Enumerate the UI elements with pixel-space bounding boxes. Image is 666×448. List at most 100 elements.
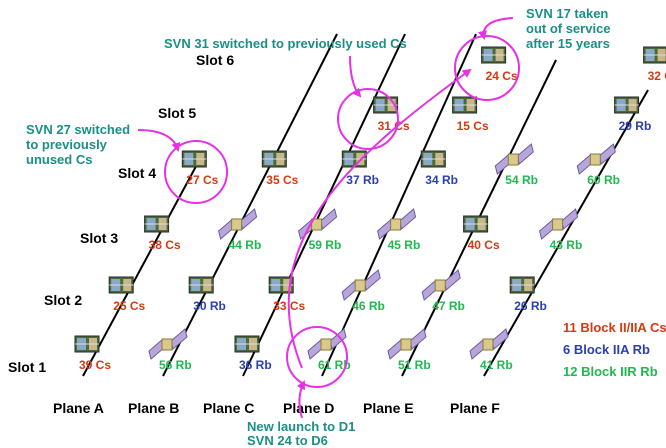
slot-labels: Slot 1 Slot 2 Slot 3 Slot 4 Slot 5 Slot … [8,52,234,375]
satellite-c4: 37 Rb [341,150,379,187]
satellite-icon-iia [481,46,507,64]
satellite-a1: 39 Cs [74,335,111,372]
satellite-icon-iia [181,150,207,168]
satellite-icon-iir [469,328,509,360]
satellite-label: 29 Rb [619,119,652,133]
satellite-icon-iia [108,276,134,294]
annotation-svn31: SVN 31 switched to previously used Cs [164,36,407,51]
slot-label-2: Slot 2 [44,292,82,308]
satellite-b4: 35 Cs [261,150,299,187]
annotation-arrows [137,17,514,419]
satellite-c3: 59 Rb [298,208,342,252]
plane-line-b [162,33,338,377]
satellite-c2: 33 Cs [268,276,306,313]
satellite-b2: 30 Rb [188,276,226,313]
satellite-label: 24 Cs [486,69,518,83]
satellite-label: 27 Cs [186,173,218,187]
annotation-svn17-line2: out of service [526,21,611,36]
arrow-svn31 [349,55,362,98]
plane-labels: Plane A Plane B Plane C Plane D Plane E … [53,400,500,416]
satellite-f3: 43 Rb [539,208,583,252]
satellite-icon-iir [494,143,534,175]
satellite-b3: 44 Rb [218,208,262,252]
slot-label-1: Slot 1 [8,359,46,375]
annotation-launch-line2: SVN 24 to D6 [247,433,328,448]
satellite-label: 25 Cs [113,299,145,313]
plane-line-c [242,33,406,377]
annotation-launch-line1: New launch to D1 [247,419,355,434]
satellite-c1: 36 Rb [234,335,272,372]
satellite-icon-iir [148,328,188,360]
satellite-icon-iia [643,46,666,64]
satellite-label: 39 Cs [79,358,111,372]
slot-label-6: Slot 6 [196,52,234,68]
satellite-icon-iir [539,208,579,240]
plane-label-c: Plane C [203,400,254,416]
satellites: 39 Cs 25 Cs 38 Cs 27 Cs 56 Rb 30 Rb 44 Rb 35 Cs… [74,46,666,372]
legend-cs: 11 Block II/IIA Cs [563,320,666,335]
satellite-d2: 46 Rb [341,269,385,313]
slot-label-3: Slot 3 [80,230,118,246]
satellite-a2: 25 Cs [108,276,146,313]
satellite-f1: 41 Rb [469,328,513,372]
satellite-label: 26 Rb [514,299,547,313]
plane-label-e: Plane E [363,400,414,416]
arrow-svn17 [478,17,514,40]
plane-label-d: Plane D [283,400,334,416]
satellite-icon-iir [421,269,461,301]
highlight-circles [164,35,520,388]
satellite-label: 59 Rb [309,238,342,252]
satellite-a3: 38 Cs [144,215,181,252]
satellite-label: 36 Rb [239,358,272,372]
satellite-label: 30 Rb [193,299,226,313]
satellite-icon-iia [452,96,478,114]
satellite-icon-iir [218,208,258,240]
plane-line-f [483,89,649,377]
satellite-e1: 51 Rb [387,328,431,372]
satellite-icon-iia [234,335,260,353]
satellite-b1: 56 Rb [148,328,192,372]
satellite-d4: 34 Rb [420,150,458,187]
satellite-icon-iia [261,150,287,168]
satellite-e4: 54 Rb [494,143,538,187]
satellite-label: 54 Rb [505,173,538,187]
satellite-icon-iia [144,215,170,233]
satellite-icon-iia [268,276,294,294]
satellite-label: 44 Rb [229,238,262,252]
plane-label-a: Plane A [53,400,104,416]
highlight-circle-svn27 [164,140,228,204]
arrow-launch-tail [296,380,305,419]
plane-label-f: Plane F [450,400,500,416]
satellite-e2: 47 Rb [421,269,465,313]
satellite-f4: 60 Rb [576,143,620,187]
satellite-label: 15 Cs [457,119,489,133]
satellite-label: 61 Rb [318,358,351,372]
slot-label-5: Slot 5 [158,105,196,121]
satellite-d6: 24 Cs [481,46,518,83]
legend-rb-iia: 6 Block IIA Rb [563,342,650,357]
arrow-svn27 [137,129,181,152]
satellite-f5: 29 Rb [614,96,652,133]
satellite-label: 47 Rb [432,299,465,313]
plane-line-a [82,156,202,377]
satellite-label: 32 Cs [648,69,666,83]
satellite-icon-iir [576,143,616,175]
highlight-circle-d1 [286,326,348,388]
satellite-icon-iia [463,215,489,233]
satellite-label: 37 Rb [346,173,379,187]
highlight-circle-svn31 [337,88,399,150]
satellite-label: 41 Rb [480,358,513,372]
satellite-d5: 15 Cs [452,96,489,133]
satellite-label: 34 Rb [425,173,458,187]
satellite-icon-iia [420,150,446,168]
annotation-svn17-line1: SVN 17 taken [526,6,608,21]
satellite-icon-iia [614,96,640,114]
satellite-icon-iia [74,335,100,353]
arrow-launch [287,68,472,369]
satellite-icon-iia [509,276,535,294]
annotation-svn27-line2: to previously [26,137,108,152]
satellite-label: 43 Rb [550,238,583,252]
satellite-label: 40 Cs [468,238,500,252]
satellite-icon-iir [387,328,427,360]
satellite-icon-iia [188,276,214,294]
